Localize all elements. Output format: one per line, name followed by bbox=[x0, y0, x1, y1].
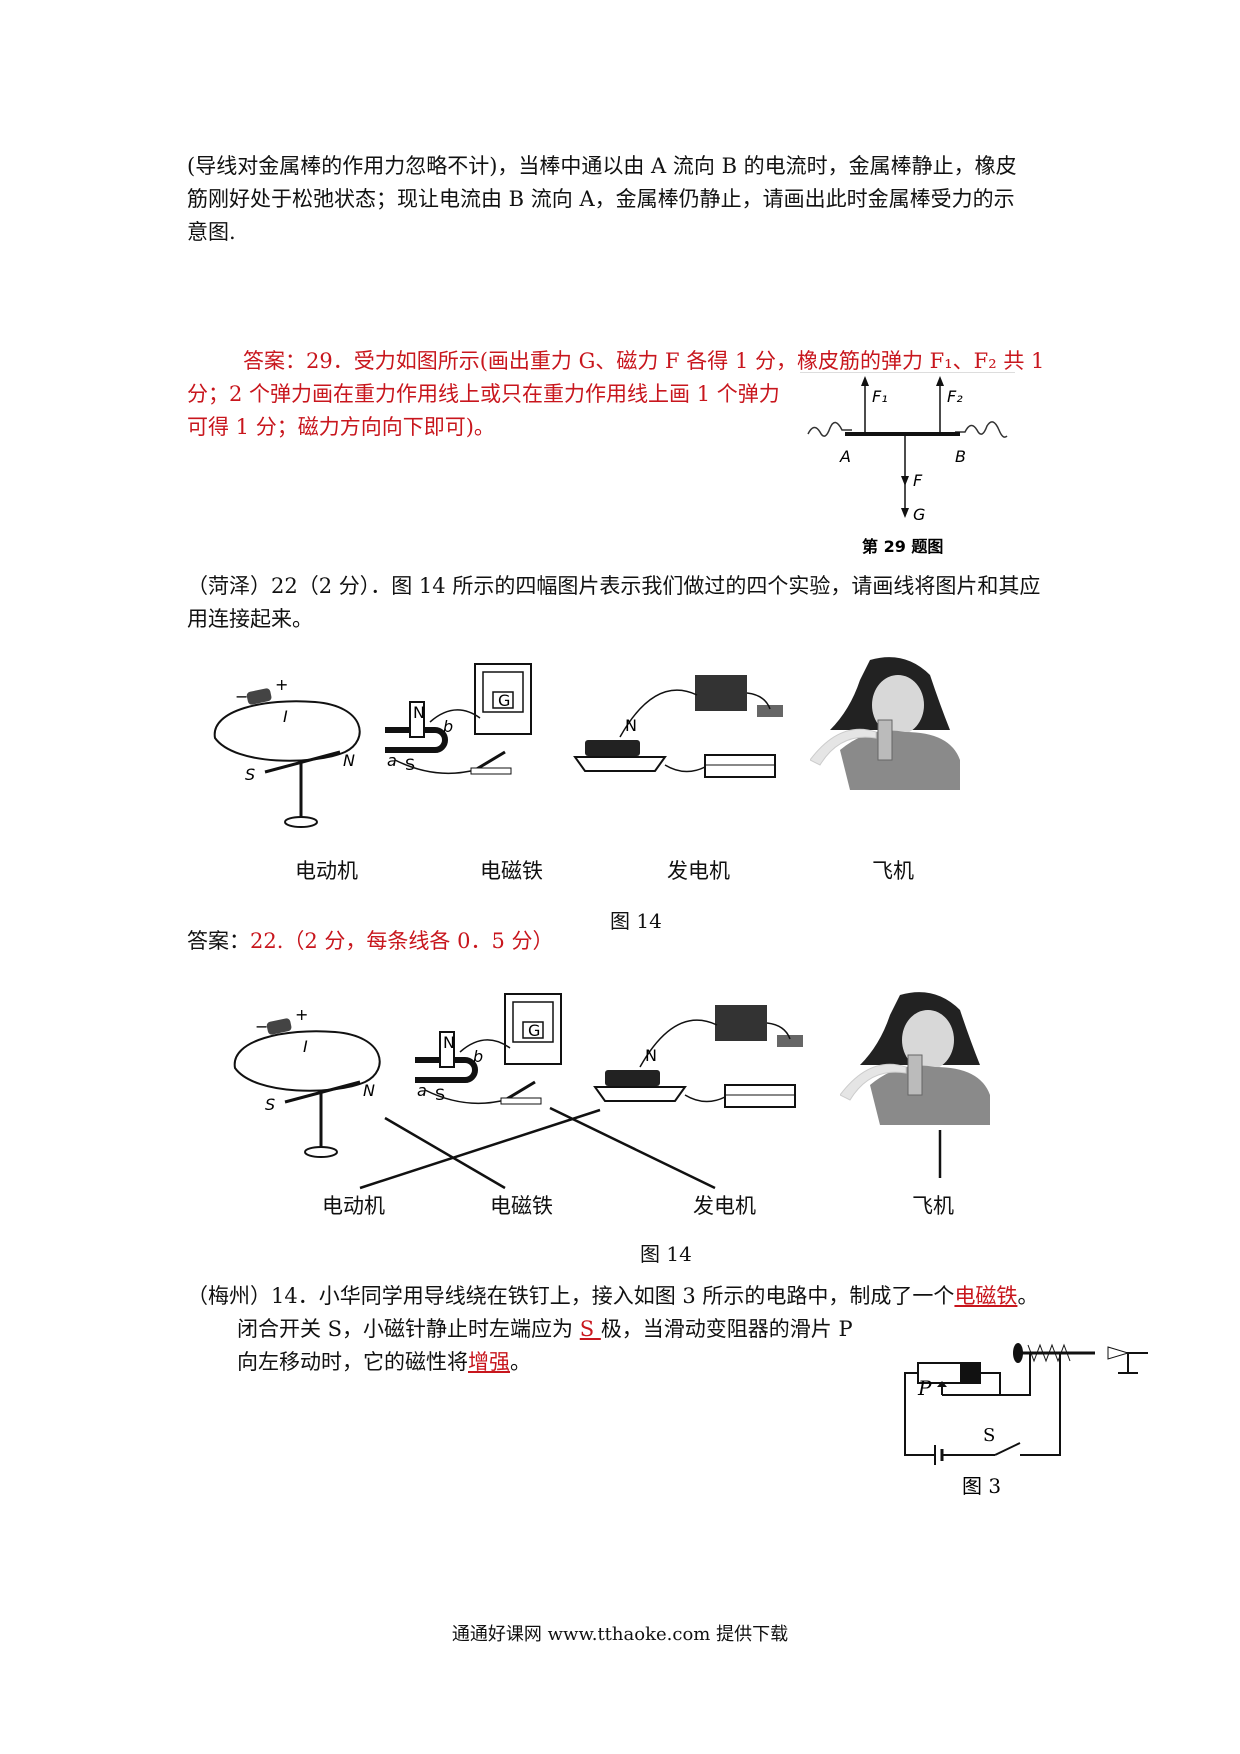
q29-line2: 筋刚好处于松弛状态；现让电流由 B 流向 A，金属棒仍静止，请画出此时金属棒受力… bbox=[187, 187, 1015, 211]
N-label: N bbox=[363, 1081, 375, 1100]
oersted-experiment-image: − + I S N bbox=[213, 680, 361, 828]
answer-app-label-electromagnet: 电磁铁 bbox=[490, 1194, 553, 1218]
galvanometer-G-label: G bbox=[528, 1021, 540, 1040]
a-label: a bbox=[417, 1081, 427, 1100]
minus-label: − bbox=[255, 1017, 268, 1036]
switch-S-label: S bbox=[983, 1425, 995, 1446]
N-pole-label: N bbox=[413, 703, 425, 722]
slider-P-label: P bbox=[917, 1376, 932, 1400]
induction-experiment-image-answer: G N S a b bbox=[415, 993, 562, 1105]
N-label: N bbox=[343, 751, 355, 770]
a-label: a bbox=[387, 751, 397, 770]
q14-line3b: 。 bbox=[510, 1350, 531, 1374]
N-label: N bbox=[645, 1046, 657, 1065]
answer-fig14-caption: 图 14 bbox=[640, 1242, 692, 1266]
induction-experiment-image: G N S a b bbox=[385, 663, 532, 775]
q14-line1b: 。 bbox=[1017, 1284, 1039, 1308]
app-label-motor: 电动机 bbox=[295, 859, 358, 883]
q14-line3a: 向左移动时，它的磁性将 bbox=[237, 1350, 468, 1374]
current-I-label: I bbox=[303, 1037, 308, 1056]
plus-label: + bbox=[275, 680, 288, 694]
blowing-paper-experiment-image-answer bbox=[840, 992, 990, 1125]
S-label: S bbox=[245, 765, 255, 784]
b-label: b bbox=[443, 717, 453, 736]
minus-label: − bbox=[235, 687, 248, 706]
answer-app-label-airplane: 飞机 bbox=[912, 1194, 954, 1218]
fig14-caption: 图 14 bbox=[610, 909, 662, 933]
label-G: G bbox=[913, 505, 925, 524]
app-label-airplane: 飞机 bbox=[872, 859, 914, 883]
q14-line1a: （梅州）14．小华同学用导线绕在铁钉上，接入如图 3 所示的电路中，制成了一个 bbox=[187, 1284, 955, 1308]
electromagnet-experiment-image-answer: N bbox=[593, 1005, 803, 1108]
q22-line1: （菏泽）22（2 分）．图 14 所示的四幅图片表示我们做过的四个实验，请画线将… bbox=[187, 574, 1041, 598]
q14-line2: 闭合开关 S，小磁针静止时左端应为 S 极，当滑动变阻器的滑片 P bbox=[237, 1313, 853, 1346]
q29-line1: (导线对金属棒的作用力忽略不计)，当棒中通以由 A 流向 B 的电流时，金属棒静… bbox=[187, 154, 1017, 178]
ans22-line: 答案：22.（2 分，每条线各 0．5 分） bbox=[187, 925, 554, 958]
b-label: b bbox=[473, 1047, 483, 1066]
q14-blank3: 增强 bbox=[468, 1350, 510, 1374]
blowing-paper-experiment-image bbox=[810, 657, 960, 790]
q14-blank1: 电磁铁 bbox=[954, 1284, 1018, 1308]
ans22-prefix: 答案： bbox=[187, 929, 250, 953]
S-label: S bbox=[265, 1095, 275, 1114]
q22-line2: 用连接起来。 bbox=[187, 607, 313, 631]
ans22-text: 22.（2 分，每条线各 0．5 分） bbox=[250, 929, 554, 953]
S-pole-label: S bbox=[405, 755, 415, 774]
answer-app-label-generator: 发电机 bbox=[693, 1194, 756, 1218]
q14-line3: 向左移动时，它的磁性将增强。 bbox=[237, 1346, 531, 1379]
q14-line2a: 闭合开关 S，小磁针静止时左端应为 bbox=[237, 1317, 580, 1341]
circuit-figure-3: P S 图 3 bbox=[904, 1343, 1148, 1498]
ans29-line1: 答案：29．受力如图所示(画出重力 G、磁力 F 各得 1 分，橡皮筋的弹力 F… bbox=[243, 349, 1045, 373]
q14-line2b: 极，当滑动变阻器的滑片 P bbox=[600, 1317, 853, 1341]
fig3-caption: 图 3 bbox=[962, 1474, 1001, 1498]
page-footer: 通通好课网 www.tthaoke.com 提供下载 bbox=[451, 1624, 789, 1645]
q14-line1: （梅州）14．小华同学用导线绕在铁钉上，接入如图 3 所示的电路中，制成了一个电… bbox=[187, 1280, 1038, 1313]
label-F2: F₂ bbox=[947, 387, 963, 406]
label-B: B bbox=[955, 447, 966, 466]
q29-line3: 意图. bbox=[187, 220, 236, 244]
app-label-electromagnet: 电磁铁 bbox=[480, 859, 543, 883]
ans29-line2: 分；2 个弹力画在重力作用线上或只在重力作用线上画 1 个弹力 bbox=[187, 382, 780, 406]
S-pole-label: S bbox=[435, 1085, 445, 1104]
fig29-caption: 第 29 题图 bbox=[862, 537, 943, 556]
current-I-label: I bbox=[283, 707, 288, 726]
app-label-generator: 发电机 bbox=[667, 859, 730, 883]
galvanometer-G-label: G bbox=[498, 691, 510, 710]
N-pole-label: N bbox=[443, 1033, 455, 1052]
oersted-experiment-image-answer: − + I S N bbox=[233, 1010, 381, 1158]
line-oersted-to-electromagnet bbox=[384, 1116, 506, 1190]
line-induction-to-generator bbox=[549, 1106, 716, 1190]
q14-blank2: S bbox=[579, 1317, 601, 1341]
plus-label: + bbox=[295, 1010, 308, 1024]
N-label: N bbox=[625, 716, 637, 735]
answer-app-label-motor: 电动机 bbox=[322, 1194, 385, 1218]
label-F: F bbox=[913, 471, 923, 490]
line-generator-exp-to-motor bbox=[359, 1108, 601, 1190]
ans29-line3: 可得 1 分；磁力方向向下即可)。 bbox=[187, 415, 495, 439]
label-F1: F₁ bbox=[872, 387, 888, 406]
electromagnet-experiment-image: N bbox=[573, 675, 783, 778]
force-diagram-29: F₁ F₂ A B F G 第 29 题图 bbox=[800, 372, 1015, 556]
label-A: A bbox=[839, 447, 851, 466]
